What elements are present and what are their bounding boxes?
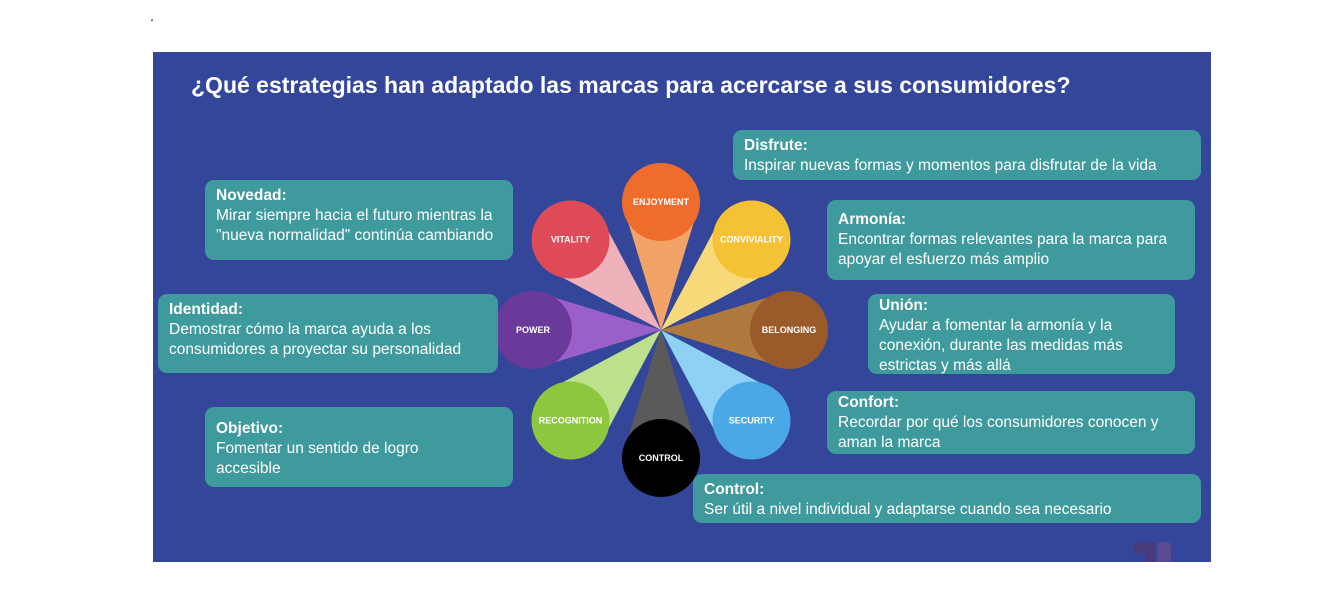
petal-label-power: POWER [516, 325, 551, 335]
brand-logo-icon [1133, 542, 1171, 562]
petal-belonging: BELONGING [750, 291, 828, 369]
petal-circle-vitality [531, 200, 610, 279]
card-union-heading: Unión: [879, 297, 929, 314]
petal-vitality: VITALITY [531, 200, 610, 279]
petal-security: SECURITY [712, 381, 791, 460]
petal-recognition: RECOGNITION [531, 381, 610, 460]
petal-control: CONTROL [622, 419, 700, 497]
petal-power: POWER [494, 291, 572, 369]
card-objetivo-text: Fomentar un sentido de logro accesible [216, 440, 419, 477]
card-disfrute-heading: Disfrute: [744, 137, 808, 154]
petal-label-vitality: VITALITY [551, 234, 590, 244]
petal-label-security: SECURITY [729, 416, 775, 426]
petal-label-belonging: BELONGING [762, 325, 817, 335]
strategy-flower-diagram: ENJOYMENT CONVIVIALITY BELONGING SECURITY CO… [494, 163, 828, 497]
petal-circle-security [712, 381, 791, 460]
stray-dot: . [150, 8, 154, 24]
petal-conviviality: CONVIVIALITY [712, 200, 791, 279]
card-union-text: Ayudar a fomentar la armonía y la conexi… [879, 317, 1123, 374]
petal-label-recognition: RECOGNITION [539, 416, 603, 426]
petal-circle-control [622, 419, 700, 497]
card-confort: Confort: Recordar por qué los consumidor… [827, 391, 1195, 454]
card-control: Control: Ser útil a nivel individual y a… [693, 474, 1201, 523]
petal-circle-enjoyment [622, 163, 700, 241]
card-identidad: Identidad: Demostrar cómo la marca ayuda… [158, 294, 498, 373]
card-objetivo-heading: Objetivo: [216, 420, 284, 437]
card-disfrute-text: Inspirar nuevas formas y momentos para d… [744, 157, 1157, 174]
petal-circle-conviviality [712, 200, 791, 279]
petal-label-control: CONTROL [639, 453, 684, 463]
card-confort-text: Recordar por qué los consumidores conoce… [838, 414, 1159, 451]
card-identidad-heading: Identidad: [169, 301, 244, 318]
card-identidad-text: Demostrar cómo la marca ayuda a los cons… [169, 321, 462, 358]
petal-label-enjoyment: ENJOYMENT [633, 197, 690, 207]
card-armonia: Armonía: Encontrar formas relevantes par… [827, 200, 1195, 280]
card-control-text: Ser útil a nivel individual y adaptarse … [704, 501, 1112, 518]
petal-enjoyment: ENJOYMENT [622, 163, 700, 241]
card-disfrute: Disfrute: Inspirar nuevas formas y momen… [733, 130, 1201, 180]
slide-title: ¿Qué estrategias han adaptado las marcas… [191, 72, 1071, 98]
card-union: Unión: Ayudar a fomentar la armonía y la… [868, 294, 1175, 374]
card-novedad-heading: Novedad: [216, 187, 287, 204]
petal-circle-recognition [531, 381, 610, 460]
card-armonia-text: Encontrar formas relevantes para la marc… [838, 231, 1168, 268]
petal-circle-power [494, 291, 572, 369]
card-objetivo: Objetivo: Fomentar un sentido de logro a… [205, 407, 513, 487]
card-armonia-heading: Armonía: [838, 211, 907, 228]
petal-label-conviviality: CONVIVIALITY [720, 234, 783, 244]
petal-circle-belonging [750, 291, 828, 369]
card-control-heading: Control: [704, 481, 765, 498]
card-novedad: Novedad: Mirar siempre hacia el futuro m… [205, 180, 513, 260]
card-novedad-text: Mirar siempre hacia el futuro mientras l… [216, 207, 494, 244]
slide: ¿Qué estrategias han adaptado las marcas… [153, 52, 1211, 562]
card-confort-heading: Confort: [838, 394, 900, 411]
